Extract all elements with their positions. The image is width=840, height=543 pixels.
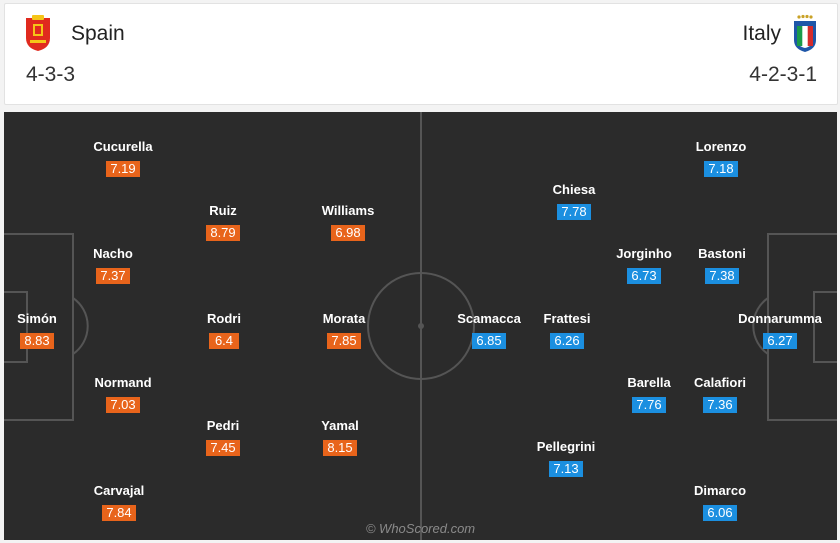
pitch-lines: [4, 112, 837, 540]
player-name: Ruiz: [209, 203, 237, 218]
player-rating: 6.85: [472, 333, 506, 349]
player-name: Chiesa: [552, 182, 596, 197]
player-bastoni[interactable]: Bastoni 7.38: [667, 246, 777, 285]
player-barella[interactable]: Barella 7.76: [594, 375, 704, 414]
player-name: Frattesi: [543, 311, 591, 326]
player-chiesa[interactable]: Chiesa 7.78: [519, 182, 629, 221]
player-name: Yamal: [321, 418, 359, 433]
player-donnarumma[interactable]: Donnarumma 6.27: [725, 311, 835, 350]
player-name: Lorenzo: [695, 139, 747, 154]
player-rating: 8.15: [323, 440, 357, 456]
player-pellegrini[interactable]: Pellegrini 7.13: [511, 439, 621, 478]
player-name: Bastoni: [698, 246, 746, 261]
player-normand[interactable]: Normand 7.03: [68, 375, 178, 414]
player-rating: 7.03: [106, 397, 140, 413]
player-morata[interactable]: Morata 7.85: [289, 311, 399, 350]
player-rating: 6.4: [209, 333, 239, 349]
player-rating: 7.18: [704, 161, 738, 177]
player-name: Scamacca: [457, 311, 521, 326]
player-name: Jorginho: [616, 246, 672, 261]
player-name: Pellegrini: [536, 439, 596, 454]
player-rating: 7.45: [206, 440, 240, 456]
match-header: Spain 4-3-3 Italy 4-2-3-1: [4, 3, 838, 105]
player-rating: 7.37: [96, 268, 130, 284]
whoscored-watermark: © WhoScored.com: [365, 521, 476, 536]
player-simon[interactable]: Simón 8.83: [4, 311, 92, 350]
player-lorenzo[interactable]: Lorenzo 7.18: [666, 139, 776, 178]
player-name: Pedri: [206, 418, 240, 433]
player-rating: 7.84: [102, 505, 136, 521]
player-name: Williams: [321, 203, 375, 218]
player-rating: 8.79: [206, 225, 240, 241]
player-rating: 7.13: [549, 461, 583, 477]
player-rodri[interactable]: Rodri 6.4: [169, 311, 279, 350]
player-nacho[interactable]: Nacho 7.37: [58, 246, 168, 285]
pitch: Cucurella 7.19 Nacho 7.37 Simón 8.83 Nor…: [4, 112, 837, 540]
player-frattesi[interactable]: Frattesi 6.26: [512, 311, 622, 350]
player-rating: 6.27: [763, 333, 797, 349]
away-formation: 4-2-3-1: [749, 63, 817, 86]
player-pedri[interactable]: Pedri 7.45: [168, 418, 278, 457]
player-name: Nacho: [93, 246, 133, 261]
player-name: Simón: [17, 311, 57, 326]
player-dimarco[interactable]: Dimarco 6.06: [665, 483, 775, 522]
player-rating: 6.26: [550, 333, 584, 349]
player-rating: 8.83: [20, 333, 54, 349]
player-name: Carvajal: [93, 483, 145, 498]
player-name: Dimarco: [693, 483, 747, 498]
player-name: Normand: [94, 375, 152, 390]
player-calafiori[interactable]: Calafiori 7.36: [665, 375, 775, 414]
spain-crest-icon: [26, 15, 50, 51]
player-rating: 7.36: [703, 397, 737, 413]
player-ruiz[interactable]: Ruiz 8.79: [168, 203, 278, 242]
player-name: Morata: [322, 311, 366, 326]
home-team-name[interactable]: Spain: [71, 22, 125, 45]
italy-crest-icon: [794, 14, 816, 52]
player-rating: 7.85: [327, 333, 361, 349]
player-name: Cucurella: [93, 139, 153, 154]
home-formation: 4-3-3: [26, 63, 76, 86]
player-yamal[interactable]: Yamal 8.15: [285, 418, 395, 457]
player-rating: 6.98: [331, 225, 365, 241]
player-name: Donnarumma: [738, 311, 822, 326]
player-name: Calafiori: [693, 375, 746, 390]
player-rating: 7.19: [106, 161, 140, 177]
away-team-name[interactable]: Italy: [742, 22, 781, 45]
player-name: Rodri: [207, 311, 241, 326]
player-jorginho[interactable]: Jorginho 6.73: [589, 246, 699, 285]
player-name: Barella: [627, 375, 671, 390]
player-carvajal[interactable]: Carvajal 7.84: [64, 483, 174, 522]
player-rating: 6.73: [627, 268, 661, 284]
player-cucurella[interactable]: Cucurella 7.19: [68, 139, 178, 178]
player-rating: 7.78: [557, 204, 591, 220]
player-rating: 7.38: [705, 268, 739, 284]
player-williams[interactable]: Williams 6.98: [293, 203, 403, 242]
player-scamacca[interactable]: Scamacca 6.85: [434, 311, 544, 350]
player-rating: 6.06: [703, 505, 737, 521]
player-rating: 7.76: [632, 397, 666, 413]
